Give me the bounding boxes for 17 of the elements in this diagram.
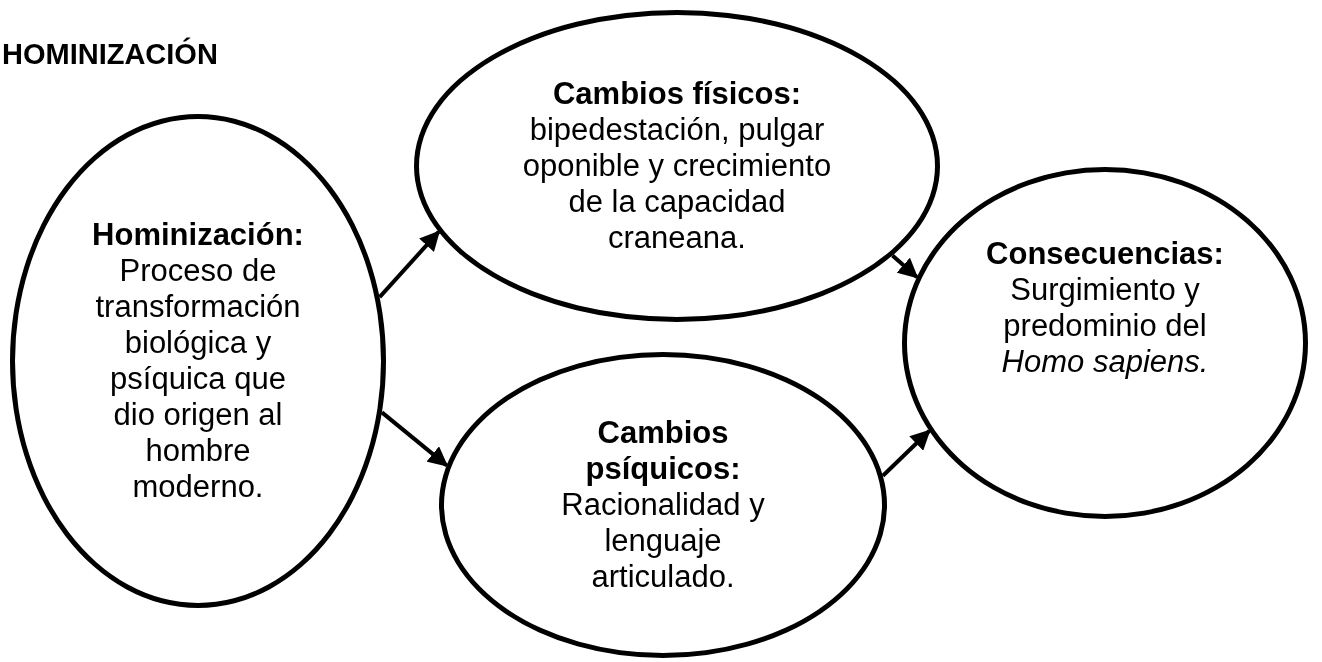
arrow [881,429,931,478]
node-text: Surgimiento y predominio del Homo sapiens. [1000,272,1210,380]
node-text: Proceso de transformación biológica y psíquica que dio origen al hombre moderno. [94,253,302,505]
node-text: bipedestación, pulgar oponible y crecimiento de la capacidad craneana. [521,112,833,256]
node-heading: Consecuencias: [985,236,1225,272]
node-heading: Cambios físicos: [551,76,803,112]
ellipse-node [414,10,940,322]
arrow [380,410,449,467]
arrow [378,230,441,299]
node-text: Racionalidad y lenguaje articulado. [560,487,766,595]
node-heading: Cambios psíquicos: [584,415,742,487]
arrow [891,254,919,279]
ellipse-node [439,352,887,658]
ellipse-node [10,114,386,608]
node-heading: Hominización: [91,217,305,253]
diagram-title: HOMINIZACIÓN [2,38,218,71]
ellipse-node [902,167,1308,519]
